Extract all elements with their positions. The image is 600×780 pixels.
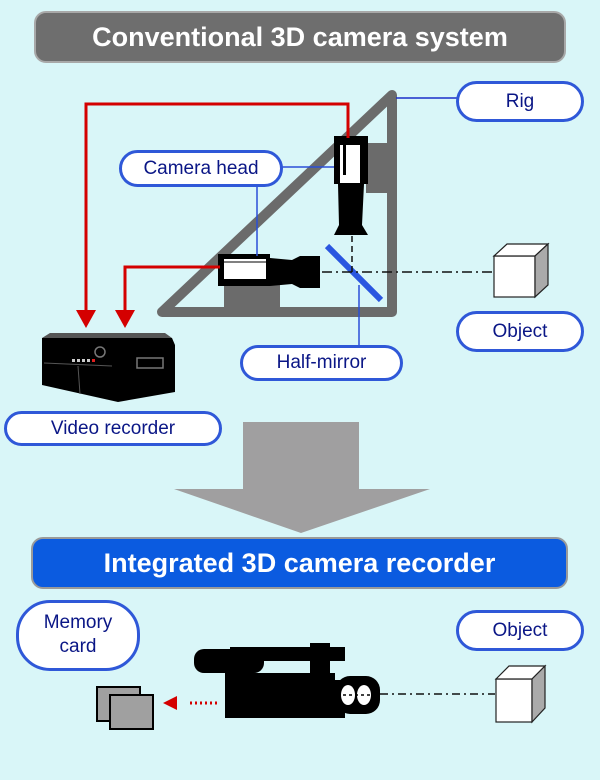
rig-label: Rig <box>456 81 584 122</box>
memory-card-label: Memory card <box>16 600 140 671</box>
recording-arrow-icon <box>163 696 177 710</box>
memory-card-label-line1: Memory <box>43 612 113 633</box>
half-mirror-label: Half-mirror <box>240 345 403 381</box>
optical-axis-lines <box>322 236 493 273</box>
object-label-top: Object <box>456 311 584 352</box>
half-mirror-label-text: Half-mirror <box>276 352 367 373</box>
memory-card-label-line2: card <box>59 636 97 657</box>
integrated-recorder-banner: Integrated 3D camera recorder <box>31 537 568 589</box>
object-label-top-text: Object <box>492 321 548 342</box>
conventional-system-title: Conventional 3D camera system <box>92 22 508 52</box>
half-mirror-icon <box>324 243 384 303</box>
video-recorder-icon <box>42 333 175 402</box>
camera-head-leader-lines <box>256 166 334 256</box>
transition-arrow-icon <box>174 422 430 533</box>
memory-card-icon <box>96 686 154 730</box>
cable-arrow-1-icon <box>76 310 96 328</box>
top-camera-head-icon <box>334 136 368 235</box>
object-cube-top-icon <box>492 242 550 299</box>
object-label-bottom-text: Object <box>492 620 548 641</box>
video-recorder-label-text: Video recorder <box>50 418 176 439</box>
conventional-system-banner: Conventional 3D camera system <box>34 11 566 63</box>
camera-head-label: Camera head <box>119 150 283 187</box>
rig-frame <box>157 90 397 317</box>
lower-camera-head-icon <box>218 254 320 288</box>
object-cube-bottom-icon <box>494 664 547 724</box>
camcorder-icon <box>194 643 380 718</box>
integrated-recorder-title: Integrated 3D camera recorder <box>103 548 496 578</box>
object-label-bottom: Object <box>456 610 584 651</box>
video-recorder-label: Video recorder <box>4 411 222 446</box>
cable-arrow-2-icon <box>115 310 135 328</box>
signal-cables <box>84 102 350 312</box>
camera-head-label-text: Camera head <box>143 158 259 179</box>
rig-label-text: Rig <box>505 91 535 112</box>
